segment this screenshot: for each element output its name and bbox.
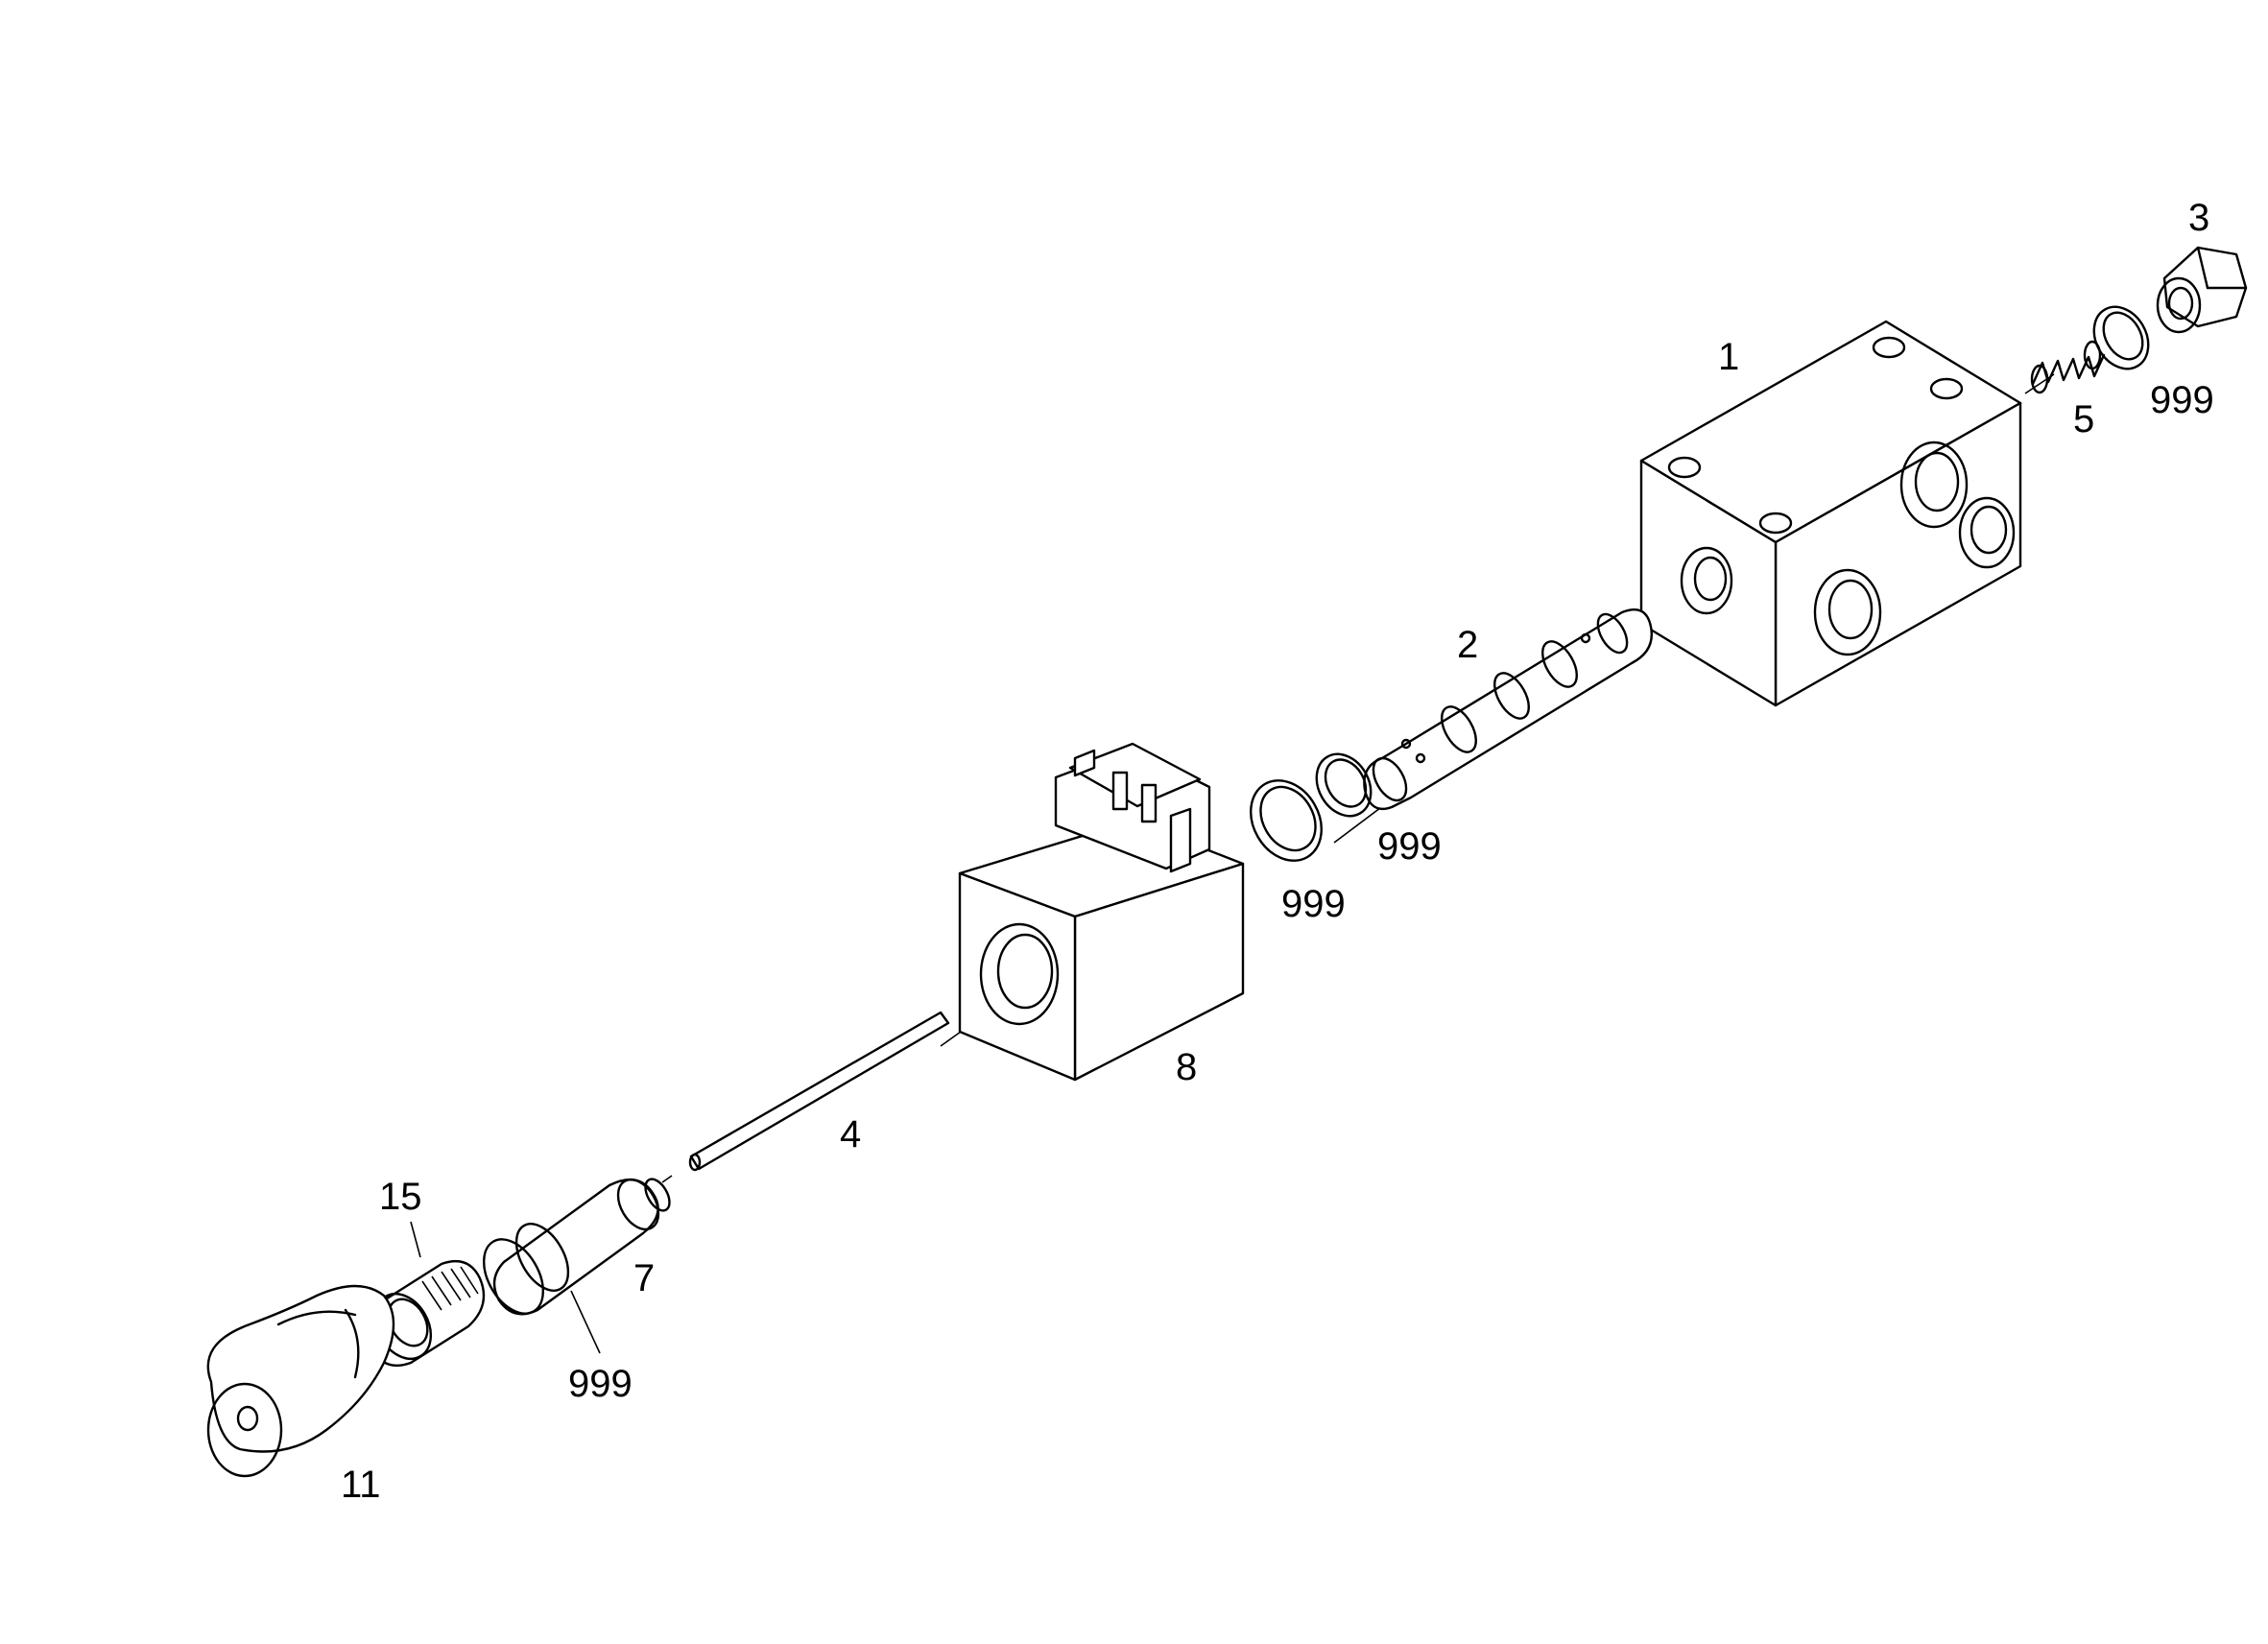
label-part-8: 8 — [1176, 1046, 1197, 1088]
label-seal-b: 999 — [1377, 825, 1442, 868]
label-seal-d: 999 — [568, 1363, 633, 1405]
label-part-7: 7 — [633, 1257, 655, 1299]
leader-lines — [410, 1221, 601, 1354]
label-part-1: 1 — [1718, 336, 1739, 378]
label-part-3: 3 — [2188, 197, 2209, 239]
label-seal-c: 999 — [1281, 883, 1346, 925]
valve-block-part-1 — [1639, 320, 2022, 707]
washer-seal-top — [2092, 305, 2150, 370]
pin-part-4 — [688, 1011, 950, 1172]
label-part-2: 2 — [1457, 624, 1478, 666]
tube-part-7 — [483, 1178, 671, 1316]
cap-part-11 — [206, 1284, 395, 1478]
spring-part-5 — [2030, 340, 2106, 394]
label-part-11: 11 — [341, 1464, 381, 1506]
label-part-5: 5 — [2073, 398, 2094, 441]
solenoid-coil-part-8 — [958, 742, 1245, 1082]
part-labels: 1 2 3 4 5 7 8 11 15 999 999 999 999 — [341, 197, 2214, 1506]
label-part-4: 4 — [840, 1113, 861, 1156]
o-ring-seal-2 — [1315, 752, 1373, 818]
label-seal-a: 999 — [2150, 379, 2214, 421]
o-ring-seal-1 — [1250, 779, 1323, 862]
label-part-15: 15 — [379, 1176, 422, 1218]
spool-part-2 — [1363, 608, 1653, 811]
hex-plug-part-3 — [2156, 246, 2248, 334]
